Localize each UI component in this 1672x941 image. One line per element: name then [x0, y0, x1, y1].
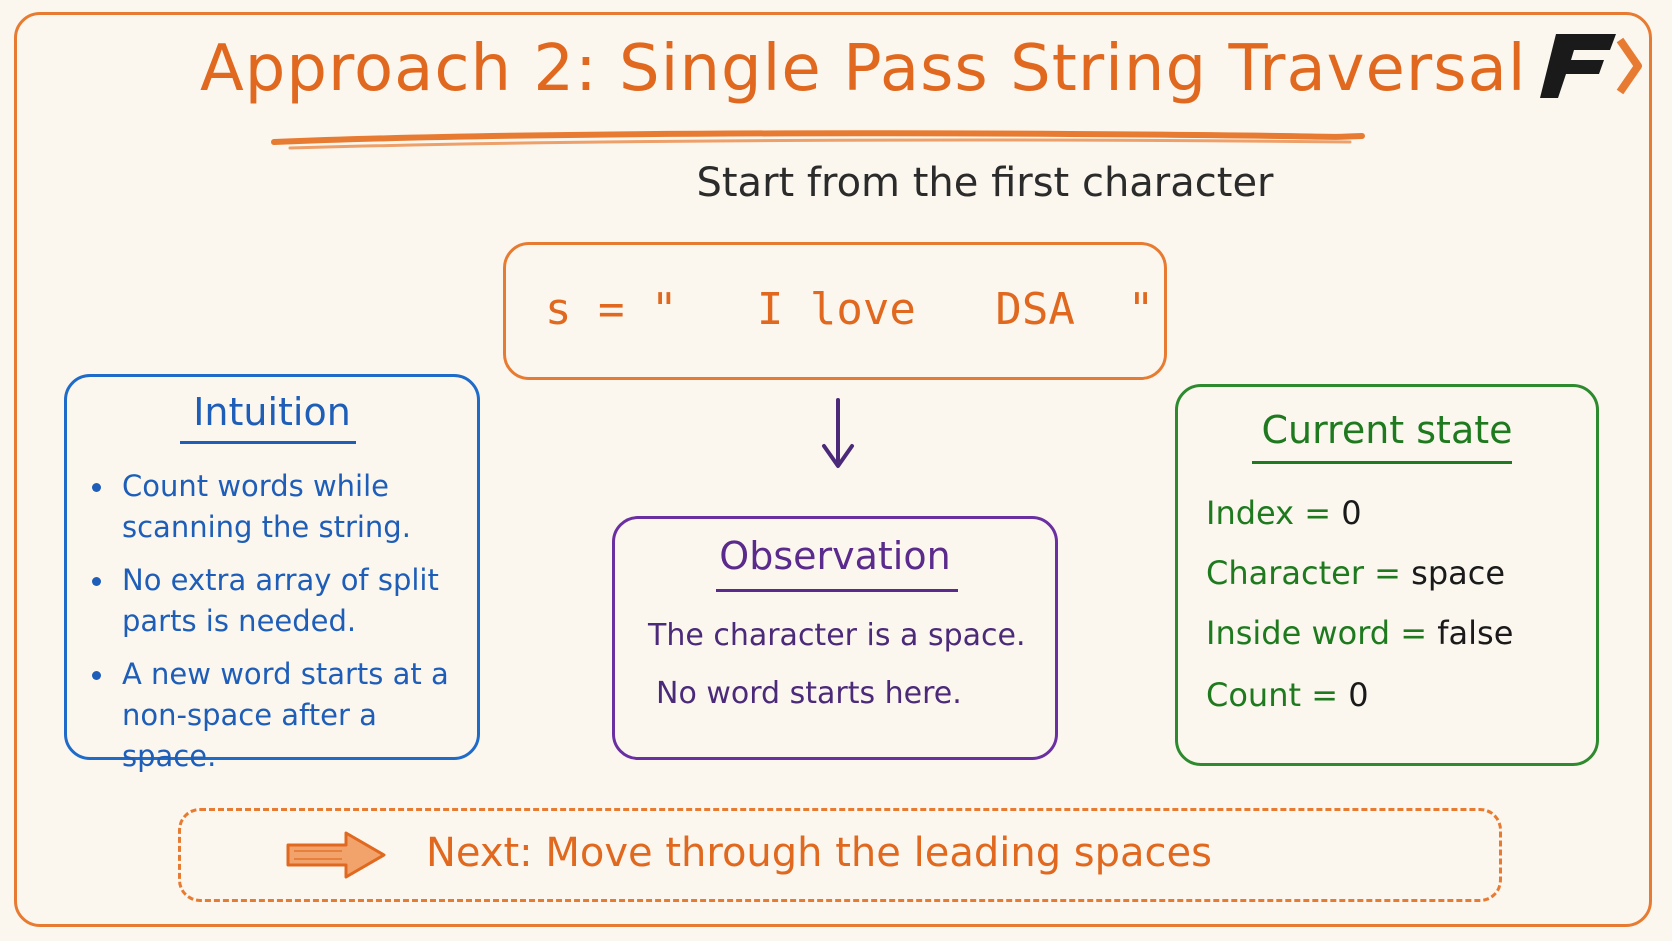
- equals-sign: =: [1301, 676, 1349, 714]
- current-state-title: Current state: [1261, 408, 1513, 452]
- state-key: Character: [1206, 554, 1364, 592]
- intuition-bullet: No extra array of split parts is needed.: [90, 560, 470, 642]
- state-row-inside-word: Inside word = false: [1206, 614, 1513, 652]
- string-expression: s = " I love DSA ": [545, 284, 1155, 335]
- observation-title-underline: [716, 589, 958, 592]
- next-step-text: Next: Move through the leading spaces: [426, 830, 1212, 876]
- state-row-character: Character = space: [1206, 554, 1505, 592]
- equals-sign: =: [1363, 554, 1412, 592]
- state-key: Count: [1206, 676, 1302, 714]
- observation-title: Observation: [719, 534, 951, 578]
- brand-logo-icon: [1540, 34, 1642, 98]
- state-key: Inside word: [1206, 614, 1391, 652]
- state-value: 0: [1341, 494, 1362, 532]
- state-value: space: [1411, 554, 1506, 592]
- string-box: [503, 242, 1167, 380]
- equals-sign: =: [1294, 494, 1342, 532]
- state-row-count: Count = 0: [1206, 676, 1369, 714]
- right-arrow-icon: [286, 831, 386, 879]
- slide-frame: [14, 12, 1652, 927]
- state-value: 0: [1348, 676, 1369, 714]
- subtitle: Start from the first character: [696, 160, 1274, 206]
- next-step-banner: [178, 808, 1502, 902]
- intuition-bullet: A new word starts at a non-space after a…: [90, 654, 470, 777]
- slide-title: Approach 2: Single Pass String Traversal: [200, 32, 1527, 106]
- intuition-card: [64, 374, 480, 760]
- intuition-bullets: Count words while scanning the string. N…: [90, 466, 470, 789]
- intuition-title: Intuition: [193, 390, 351, 434]
- observation-line: The character is a space.: [648, 618, 1026, 653]
- state-row-index: Index = 0: [1206, 494, 1362, 532]
- state-value: false: [1437, 614, 1514, 652]
- intuition-title-underline: [180, 441, 356, 444]
- title-underline: [271, 130, 1365, 150]
- current-state-title-underline: [1252, 461, 1512, 464]
- observation-line: No word starts here.: [656, 676, 962, 711]
- observation-card: [612, 516, 1058, 760]
- down-arrow-icon: [822, 398, 854, 468]
- equals-sign: =: [1390, 614, 1438, 652]
- intuition-bullet: Count words while scanning the string.: [90, 466, 470, 548]
- state-key: Index: [1206, 494, 1295, 532]
- current-state-card: [1175, 384, 1599, 766]
